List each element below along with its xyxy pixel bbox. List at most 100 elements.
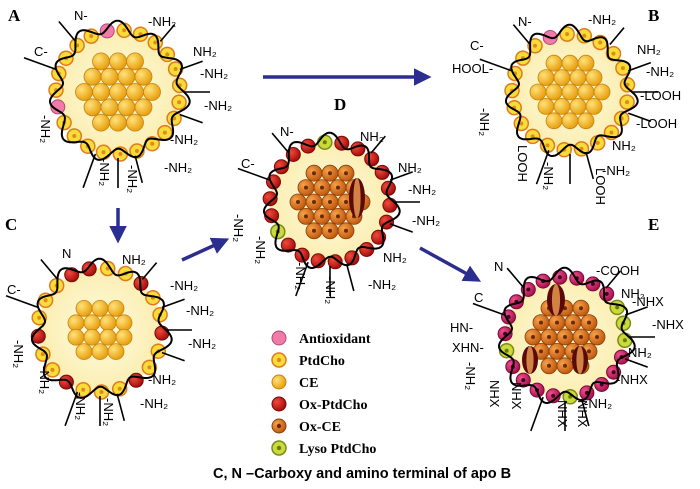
label-c-nh2-v4: -NH₂: [101, 398, 116, 426]
core-oxidized-dot: [539, 320, 543, 325]
core-oxidized-dot: [563, 363, 567, 368]
particle-a: [23, 19, 210, 189]
apo-b-chain: [262, 131, 401, 269]
label-a-nh2-v2: -NH₂: [97, 158, 112, 186]
label-b-nh2-v2: -NH₂: [541, 162, 556, 190]
surface-molecule-dot: [521, 378, 526, 383]
legend-swatch-ox-ptdcho: [271, 396, 287, 412]
core-cholesteryl-ester: [107, 299, 125, 317]
label-e-nh2-v1: -NH₂: [463, 362, 478, 390]
label-e-c: C: [474, 290, 483, 305]
apo-b-tail: [370, 135, 386, 154]
label-e-nhx-3: -NHX: [616, 372, 648, 387]
apo-b-tail: [134, 155, 144, 184]
label-e-nh2-1: NH₂: [621, 286, 645, 301]
label-c-nh2-3: -NH₂: [186, 303, 214, 318]
core-cholesteryl-ester: [115, 328, 133, 346]
core-cholesteryl-ester: [134, 67, 153, 86]
surface-molecule-dot: [165, 52, 170, 57]
apo-b-tail: [389, 171, 413, 181]
core-oxidized-dot: [328, 228, 332, 233]
core-oxidized-dot: [547, 363, 551, 368]
core-oxidized-dot: [304, 214, 308, 219]
core-cholesteryl-ester: [99, 328, 117, 346]
surface-molecule-dot: [545, 143, 550, 148]
legend: Antioxidant PtdCho CE Ox-PtdCho Ox-CE Ly…: [271, 330, 376, 457]
label-e-xhn: XHN-: [452, 340, 484, 355]
label-a-nh2-4: -NH₂: [204, 98, 232, 113]
apo-b-chain: [497, 266, 636, 404]
core-cholesteryl-ester: [100, 67, 119, 86]
label-b-c: C-: [470, 38, 484, 53]
label-b-looh-v2: LOOH: [593, 168, 608, 205]
particle-b: [479, 23, 658, 185]
apo-b-tail: [5, 295, 39, 309]
label-c-nh2-v1: -NH₂: [11, 340, 26, 368]
label-e-n: N: [494, 259, 503, 274]
panel-label-b: B: [648, 6, 659, 25]
surface-molecule: [50, 99, 66, 115]
arrow-c-to-d: [181, 237, 230, 262]
label-e-nhx-1: -NHX: [632, 294, 664, 309]
core-cholesteryl-ester: [83, 98, 102, 117]
apo-b-chain: [48, 19, 191, 161]
surface-molecule: [359, 242, 375, 257]
lipoprotein-particles: [5, 19, 658, 432]
label-c-c: C-: [7, 282, 21, 297]
label-e-hn: HN-: [450, 320, 473, 335]
surface-molecule: [81, 261, 97, 277]
surface-molecule-dot: [526, 287, 531, 292]
core-oxidized-dot: [336, 185, 340, 190]
label-c-nh2-5: -NH₂: [148, 372, 176, 387]
legend-swatch-lyso-ptdcho-dot: [276, 445, 282, 451]
surface-molecule-dot: [557, 275, 562, 280]
panel-c-labels: N C- NH₂ -NH₂ -NH₂ -NH₂ -NH₂ -NH₂ -NH₂ -…: [7, 246, 216, 426]
surface-molecule-dot: [162, 130, 167, 135]
core-oxidized-dot: [344, 171, 348, 176]
apo-b-tail: [628, 112, 652, 123]
label-d-nh2-v2: -NH₂: [253, 236, 268, 264]
label-b-looh-v: LOOH: [515, 145, 530, 182]
surface-molecule-dot: [565, 32, 570, 37]
label-b-nh2-1: -NH₂: [588, 12, 616, 27]
label-a-nh2-2: NH₂: [193, 44, 217, 59]
core-cholesteryl-ester: [545, 112, 563, 130]
apo-b-tail: [506, 267, 525, 289]
label-e-nhx-v3: NHX: [555, 400, 570, 428]
label-d-nh2-6: -NH₂: [368, 277, 396, 292]
core-cholesteryl-ester: [561, 83, 579, 101]
core-cholesteryl-ester: [91, 343, 109, 361]
core-cholesteryl-ester: [109, 83, 127, 101]
surface-molecule-dot: [99, 390, 104, 394]
label-b-hool: HOOL-: [452, 61, 493, 76]
apo-b-tail: [271, 132, 290, 154]
surface-molecule: [99, 23, 115, 39]
core-cholesteryl-ester: [92, 113, 110, 132]
core-cholesteryl-ester: [67, 314, 85, 332]
core-cholesteryl-ester: [577, 54, 595, 72]
label-d-nh2-5: NH₂: [383, 250, 407, 265]
core-cholesteryl-ester: [99, 314, 117, 332]
core-oxidized-dot: [571, 320, 575, 325]
apo-b-tail: [530, 396, 544, 432]
label-c-nh2-2: -NH₂: [170, 278, 198, 293]
core-oxidized-dot: [320, 214, 324, 219]
panel-label-a: A: [8, 6, 21, 25]
label-d-nh2-3: -NH₂: [408, 182, 436, 197]
core-cholesteryl-ester: [75, 83, 93, 101]
core-cholesteryl-ester: [107, 343, 125, 361]
core-cholesteryl-ester: [115, 314, 133, 332]
panel-label-c: C: [5, 215, 17, 234]
oxidized-lipid-highlight: [526, 346, 534, 374]
legend-label-ce: CE: [299, 376, 318, 391]
core-oxidized-dot: [312, 171, 316, 176]
label-b-nh2-3: -NH₂: [646, 64, 674, 79]
label-e-cooh: -COOH: [596, 263, 639, 278]
core-oxidized-dot: [328, 171, 332, 176]
surface-molecule-dot: [177, 100, 182, 105]
core-cholesteryl-ester: [75, 299, 93, 317]
core-cholesteryl-ester: [126, 52, 144, 71]
label-c-n: N: [62, 246, 71, 261]
surface-molecule-dot: [620, 66, 625, 71]
apo-b-tail: [161, 298, 185, 309]
